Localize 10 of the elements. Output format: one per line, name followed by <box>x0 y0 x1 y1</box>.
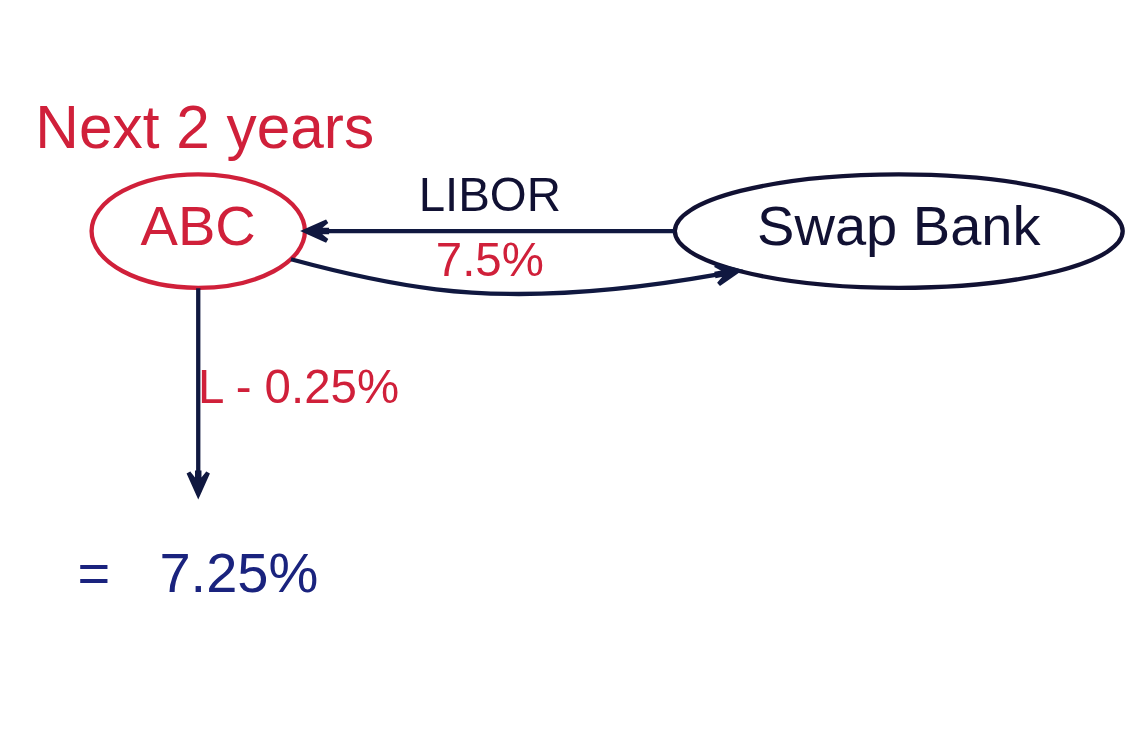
edge-label: 7.5% <box>435 232 544 285</box>
arrow <box>290 256 741 296</box>
node-label: = <box>77 540 111 604</box>
arrow <box>303 218 675 243</box>
edge-label: LIBOR <box>418 167 561 221</box>
node-ellipse: Swap Bank <box>672 171 1125 290</box>
node-ellipse: ABC <box>89 171 308 290</box>
edge-label: L - 0.25% <box>197 359 400 413</box>
diagram-title: Next 2 years <box>35 92 375 161</box>
node-text: 7.25% <box>159 540 319 604</box>
